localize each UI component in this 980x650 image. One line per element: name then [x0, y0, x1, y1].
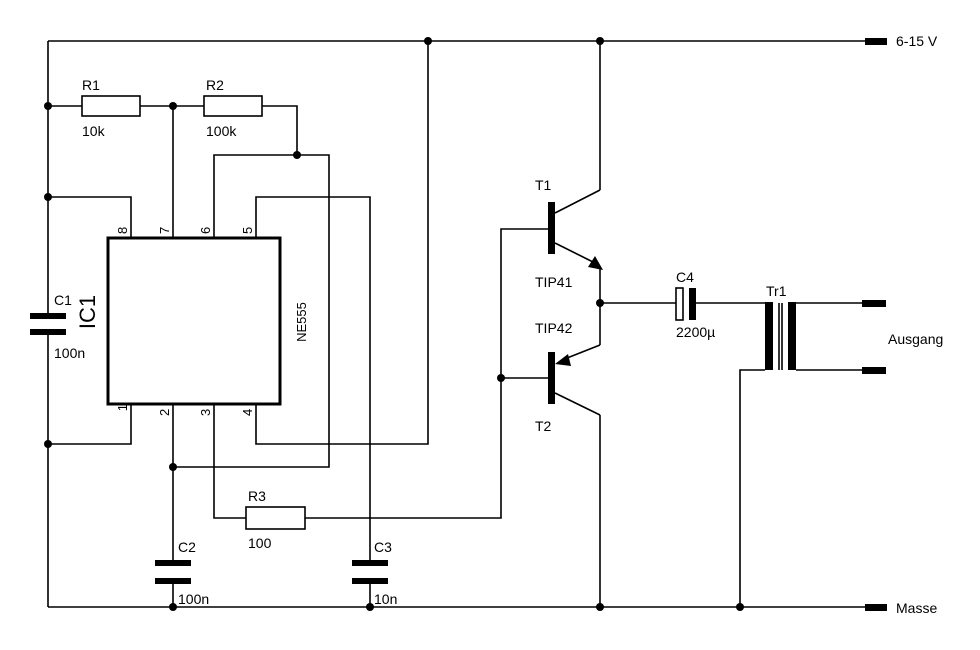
output-label: Ausgang [888, 331, 943, 347]
pin-6-label: 6 [198, 227, 213, 234]
ic-ne555: NE555 IC1 1 2 3 4 5 6 7 8 [75, 227, 309, 416]
resistor-r3: R3 100 [245, 488, 306, 551]
capacitor-c3: C3 10n [352, 539, 397, 607]
pin-5-label: 5 [240, 227, 255, 234]
pin-7-label: 7 [157, 227, 172, 234]
r3-ref-label: R3 [248, 488, 266, 504]
r1-value-label: 10k [82, 123, 106, 139]
c4-ref-label: C4 [676, 269, 694, 285]
r2-value-label: 100k [206, 123, 237, 139]
supply-label: 6-15 V [896, 33, 938, 49]
pin-2-label: 2 [157, 409, 172, 416]
tr1-ref-label: Tr1 [766, 283, 787, 299]
r2-ref-label: R2 [206, 77, 224, 93]
pin-8-label: 8 [115, 227, 130, 234]
transistor-t2-pnp: TIP42 T2 [535, 320, 601, 434]
c4-value-label: 2200µ [676, 324, 715, 340]
t1-type-label: TIP41 [535, 274, 573, 290]
r3-value-label: 100 [248, 535, 272, 551]
pin-4-label: 4 [240, 409, 255, 416]
capacitor-c4-electrolytic: C4 2200µ [675, 269, 715, 340]
resistor-r2: R2 100k [203, 77, 263, 139]
capacitor-c1: C1 100n [30, 292, 85, 361]
wires [47, 40, 865, 608]
c2-value-label: 100n [178, 591, 209, 607]
r1-ref-label: R1 [82, 77, 100, 93]
transistor-t1-npn: T1 TIP41 [535, 177, 603, 290]
capacitor-c2: C2 100n [155, 539, 209, 607]
ground-label: Masse [896, 600, 937, 616]
output-terminal-2 [862, 367, 886, 374]
c1-value-label: 100n [54, 345, 85, 361]
t2-ref-label: T2 [535, 418, 552, 434]
junctions [44, 37, 744, 611]
c3-value-label: 10n [374, 591, 397, 607]
c2-ref-label: C2 [178, 539, 196, 555]
pin-1-label: 1 [115, 404, 130, 411]
t1-ref-label: T1 [535, 177, 552, 193]
output-terminal-1 [862, 300, 886, 307]
ic-type-label: NE555 [294, 302, 309, 342]
transformer-tr1: Tr1 [765, 283, 796, 370]
c3-ref-label: C3 [374, 539, 392, 555]
t2-type-label: TIP42 [535, 320, 573, 336]
resistor-r1: R1 10k [81, 77, 141, 139]
supply-terminal [865, 38, 887, 45]
ic-ref-label: IC1 [75, 295, 100, 329]
ground-terminal [865, 604, 887, 611]
pin-3-label: 3 [198, 409, 213, 416]
c1-ref-label: C1 [54, 292, 72, 308]
